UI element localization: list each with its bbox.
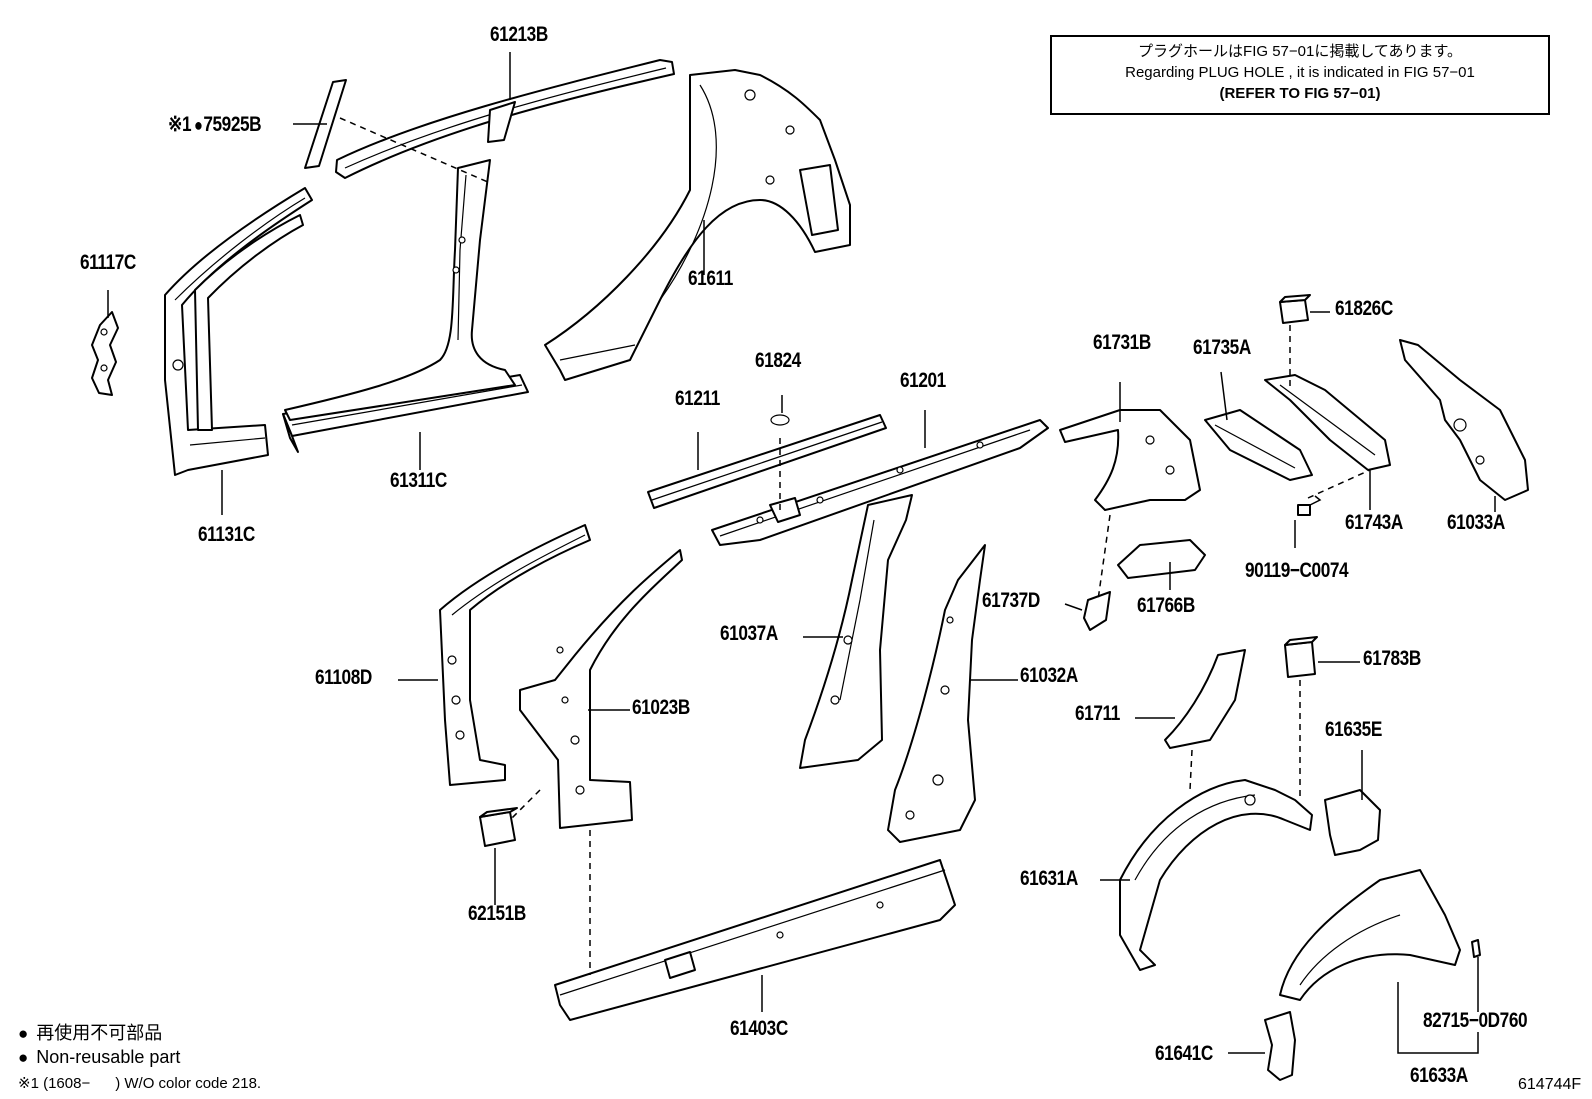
part-61201-drawing (711, 419, 1049, 546)
part-61023b-drawing (519, 549, 683, 829)
part-label-61211[interactable]: 61211 (675, 387, 720, 410)
part-61735a-drawing (1204, 409, 1313, 481)
part-label-61743a[interactable]: 61743A (1345, 511, 1403, 534)
part-82715-drawing (1471, 939, 1481, 958)
part-label-75925b-prefix: ※1 (168, 113, 192, 136)
legend-non-reusable-en: ● Non-reusable part (18, 1048, 180, 1066)
part-61635e-drawing (1324, 789, 1381, 856)
part-label-61032a[interactable]: 61032A (1020, 664, 1078, 687)
part-61211-drawing (647, 414, 887, 509)
part-61711-drawing (1164, 649, 1246, 749)
notice-line-jp: プラグホールはFIG 57−01に掲載してあります。 (1138, 43, 1462, 60)
part-61611-drawing (544, 69, 851, 381)
part-62151b-drawing (479, 807, 518, 847)
part-label-61611[interactable]: 61611 (688, 267, 733, 290)
part-61641c-drawing (1264, 1011, 1296, 1081)
part-label-61731b[interactable]: 61731B (1093, 331, 1151, 354)
part-61032a-drawing (887, 544, 986, 843)
part-61037a-drawing (799, 494, 913, 769)
part-label-61735a[interactable]: 61735A (1193, 336, 1251, 359)
part-61108d-drawing (439, 524, 591, 786)
part-61737d-drawing (1083, 591, 1111, 631)
non-reusable-dot-icon: ● (18, 1024, 29, 1043)
part-label-61023b[interactable]: 61023B (632, 696, 690, 719)
legend-en-text: Non-reusable part (36, 1047, 181, 1067)
part-61824-drawing (770, 414, 790, 426)
part-label-61311c[interactable]: 61311C (390, 469, 447, 492)
notice-line-en: Regarding PLUG HOLE , it is indicated in… (1125, 64, 1475, 81)
part-61766b-drawing (1117, 539, 1206, 579)
part-label-61737d[interactable]: 61737D (982, 589, 1040, 612)
part-label-61108d[interactable]: 61108D (315, 666, 372, 689)
part-label-61403c[interactable]: 61403C (730, 1017, 788, 1040)
part-label-61766b[interactable]: 61766B (1137, 594, 1195, 617)
part-61117c-drawing (91, 311, 119, 396)
part-label-61213b[interactable]: 61213B (490, 23, 548, 46)
part-label-62151b[interactable]: 62151B (468, 902, 526, 925)
part-label-61826c[interactable]: 61826C (1335, 297, 1393, 320)
part-61213b-drawing (335, 59, 675, 179)
part-label-61641c[interactable]: 61641C (1155, 1042, 1213, 1065)
figure-code: 614744F (1518, 1076, 1582, 1093)
part-label-75925b[interactable]: 75925B (194, 114, 261, 135)
part-label-61037a[interactable]: 61037A (720, 622, 778, 645)
part-61033a-drawing (1399, 339, 1529, 501)
part-label-61783b[interactable]: 61783B (1363, 647, 1421, 670)
part-61633a-drawing (1279, 869, 1461, 1001)
part-90119-drawing (1297, 495, 1322, 516)
part-label-61033a[interactable]: 61033A (1447, 511, 1505, 534)
part-61783b-drawing (1284, 636, 1318, 678)
part-label-61631a[interactable]: 61631A (1020, 867, 1078, 890)
part-label-61633a[interactable]: 61633A (1410, 1064, 1468, 1087)
part-61631a-drawing (1119, 779, 1313, 971)
part-label-61131c[interactable]: 61131C (198, 523, 255, 546)
footnote: ※1 (1608− ) W/O color code 218. (18, 1075, 262, 1092)
part-label-90119-c0074[interactable]: 90119−C0074 (1245, 559, 1349, 582)
part-61826c-drawing (1279, 294, 1311, 324)
notice-box: プラグホールはFIG 57−01に掲載してあります。 Regarding PLU… (1050, 35, 1550, 115)
part-label-61117c[interactable]: 61117C (80, 251, 136, 274)
legend-jp-text: 再使用不可部品 (36, 1023, 163, 1043)
part-label-82715-0d760[interactable]: 82715−0D760 (1423, 1009, 1528, 1032)
center-pillar-outer-drawing (284, 159, 516, 421)
part-label-61201[interactable]: 61201 (900, 369, 946, 392)
part-61131c-drawing (164, 187, 313, 476)
part-61403c-drawing (554, 859, 956, 1021)
leader-lines (107, 52, 1496, 1054)
assembly-dashed-lines (339, 117, 1371, 975)
notice-line-ref: (REFER TO FIG 57−01) (1219, 85, 1381, 102)
part-61731b-drawing (1059, 409, 1201, 511)
part-label-61824[interactable]: 61824 (755, 349, 801, 372)
part-label-61711[interactable]: 61711 (1075, 702, 1120, 725)
non-reusable-dot-icon: ● (18, 1048, 29, 1067)
legend-non-reusable-jp: ● 再使用不可部品 (18, 1024, 162, 1042)
part-label-61635e[interactable]: 61635E (1325, 718, 1382, 741)
part-61743a-drawing (1264, 374, 1391, 471)
